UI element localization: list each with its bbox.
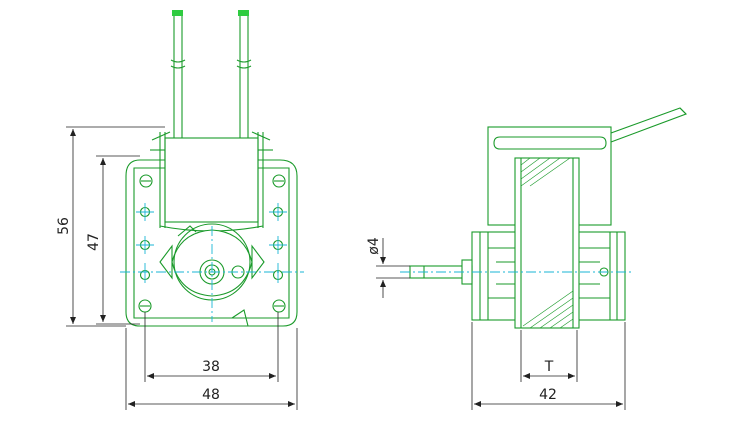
lead-wires	[170, 10, 252, 140]
cable	[610, 107, 687, 143]
dimension-56: 56	[56, 126, 165, 327]
dim-label-42: 42	[539, 387, 557, 403]
dim-label-38: 38	[202, 359, 220, 375]
dim-label-47: 47	[86, 233, 102, 251]
stator-core	[514, 157, 580, 329]
coil-bobbin	[150, 131, 273, 232]
front-view: 56 47 38 48	[56, 10, 304, 410]
hole-centerlines	[136, 203, 287, 283]
core-hatching	[520, 157, 574, 329]
dim-label-shaft-diameter: ø4	[366, 237, 382, 255]
dim-label-48: 48	[202, 387, 220, 403]
dimension-shaft-diameter: ø4	[366, 237, 410, 298]
dimension-47: 47	[86, 155, 140, 325]
dim-label-56: 56	[56, 217, 72, 235]
dimension-38: 38	[144, 312, 279, 382]
side-view: ø4 T 42	[366, 107, 687, 410]
dimension-T: T	[520, 330, 578, 382]
dimension-48: 48	[125, 328, 298, 410]
dim-label-T: T	[544, 359, 554, 375]
dimension-42: 42	[471, 322, 626, 410]
